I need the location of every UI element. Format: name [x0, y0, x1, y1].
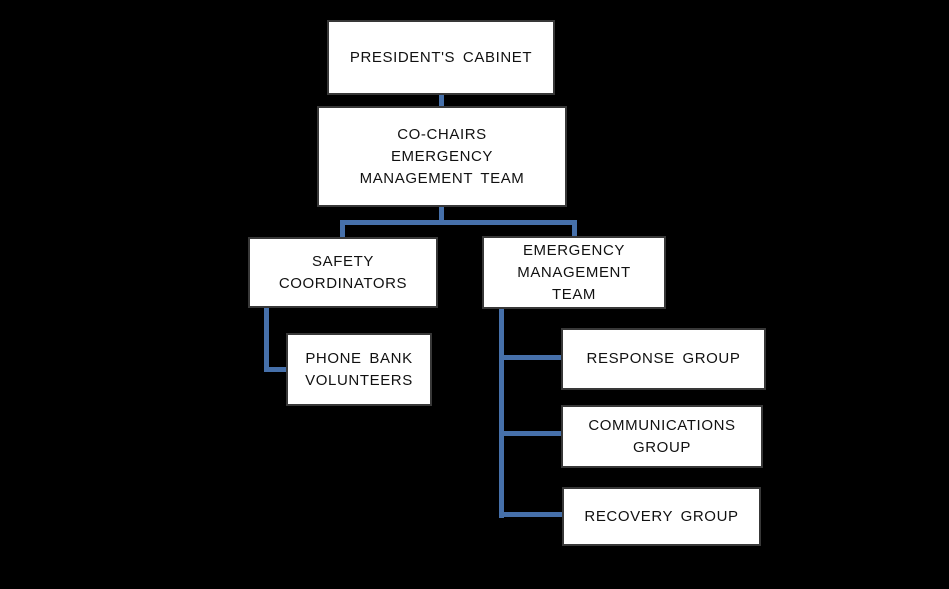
node-co-chairs-emergency-management-team: CO-CHAIRS EMERGENCY MANAGEMENT TEAM — [317, 106, 567, 207]
node-recovery-group-label: RECOVERY GROUP — [584, 507, 739, 525]
connector-emt-to-recovery — [499, 512, 563, 517]
node-phone-bank-volunteers: PHONE BANK VOLUNTEERS — [286, 333, 432, 406]
connector-branch-to-emt — [572, 220, 577, 237]
node-safety-coordinators: SAFETY COORDINATORS — [248, 237, 438, 308]
connector-cochairs-drop — [439, 206, 444, 222]
node-phone-bank-volunteers-label: PHONE BANK VOLUNTEERS — [305, 349, 413, 389]
connector-branch-horizontal — [340, 220, 577, 225]
connector-branch-to-safety — [340, 220, 345, 238]
node-co-chairs-label: CO-CHAIRS EMERGENCY MANAGEMENT TEAM — [359, 125, 525, 187]
connector-safety-down — [264, 307, 269, 372]
connector-emt-spine — [499, 308, 504, 518]
node-communications-group-label: COMMUNICATIONS GROUP — [588, 416, 736, 456]
node-emergency-management-team: EMERGENCY MANAGEMENT TEAM — [482, 236, 666, 309]
node-presidents-cabinet-label: PRESIDENT'S CABINET — [349, 48, 533, 66]
node-response-group: RESPONSE GROUP — [561, 328, 766, 390]
connector-emt-to-response — [499, 355, 562, 360]
node-response-group-label: RESPONSE GROUP — [586, 350, 741, 367]
connector-safety-to-phonebank — [264, 367, 288, 372]
connector-cabinet-to-cochairs — [439, 95, 444, 107]
connector-emt-to-communications — [499, 431, 562, 436]
node-safety-coordinators-label: SAFETY COORDINATORS — [278, 252, 408, 292]
node-communications-group: COMMUNICATIONS GROUP — [561, 405, 763, 468]
node-emergency-management-team-label: EMERGENCY MANAGEMENT TEAM — [517, 241, 631, 303]
node-recovery-group: RECOVERY GROUP — [562, 487, 761, 546]
node-presidents-cabinet: PRESIDENT'S CABINET — [327, 20, 555, 95]
